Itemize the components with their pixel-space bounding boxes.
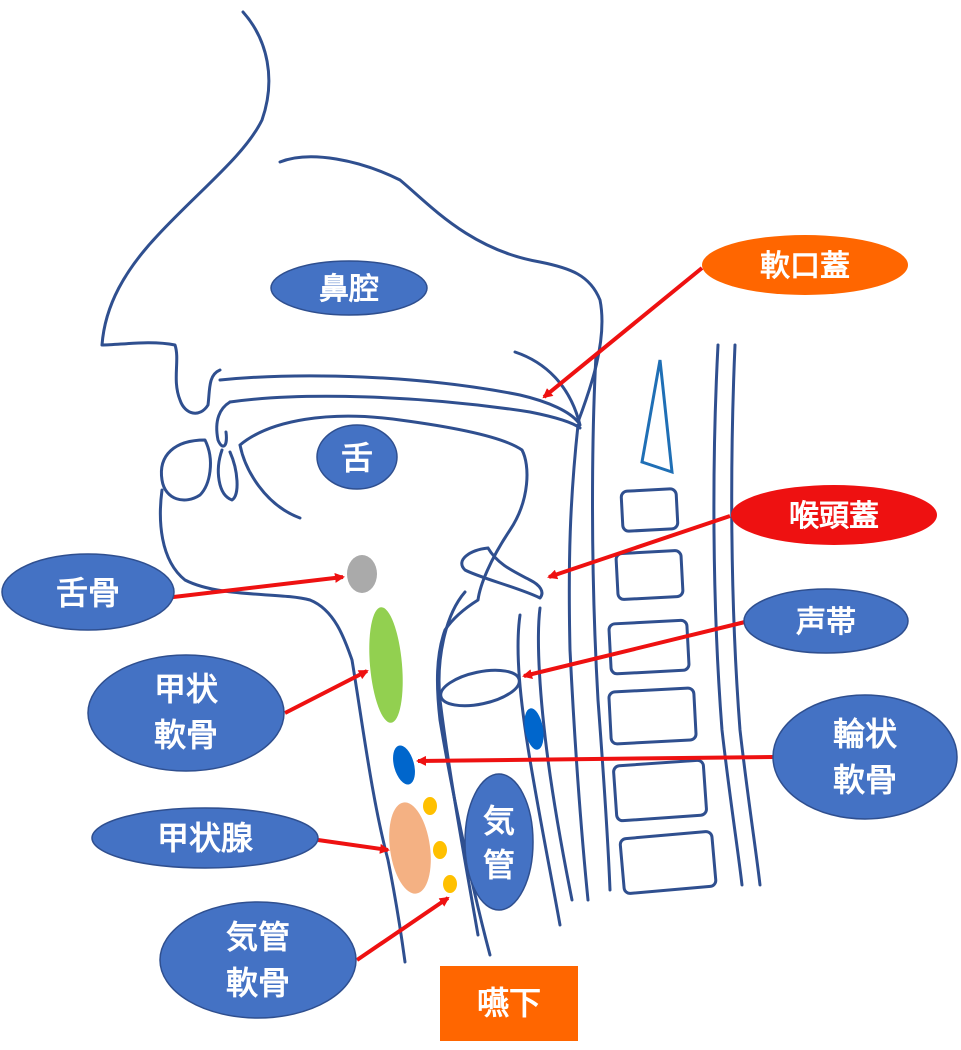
label-cricoid-cartilage: 輪状 軟骨 (772, 694, 958, 820)
arrow-tracheal-cartilage (355, 896, 450, 962)
label-epiglottis: 喉頭蓋 (731, 485, 937, 545)
arrow-thyroid-cartilage (284, 669, 369, 715)
label-epiglottis-text: 喉頭蓋 (789, 499, 879, 534)
arrow-epiglottis (547, 514, 731, 580)
vocal-cords-ring (439, 668, 521, 708)
vertebra-4 (607, 686, 698, 746)
spine (567, 343, 762, 902)
label-trachea-line2: 管 (483, 846, 515, 884)
palate-line (228, 394, 582, 430)
spine-back-line (712, 343, 744, 887)
soft-palate-curve (513, 350, 582, 427)
label-trachea: 気 管 (464, 773, 534, 911)
vertebra-1 (619, 487, 680, 533)
label-thyroid-gland: 甲状腺 (91, 807, 319, 869)
label-cricoid-cartilage-line1: 輪状 (833, 715, 898, 753)
cricoid-cartilage-front (393, 745, 415, 785)
label-tracheal-cartilage: 気管 軟骨 (159, 901, 357, 1019)
arrow-cricoid (416, 755, 774, 766)
larynx-tube-back-inner (536, 606, 574, 902)
dens-triangle (640, 359, 674, 475)
label-hyoid: 舌骨 (1, 553, 175, 631)
epiglottis-outline (460, 546, 544, 600)
label-nasal-cavity: 鼻腔 (270, 260, 428, 316)
face-profile-line (100, 10, 271, 415)
label-thyroid-gland-text: 甲状腺 (157, 819, 254, 857)
label-vocal-cords: 声帯 (743, 588, 909, 654)
head-outline (100, 10, 604, 964)
thyroid-gland (389, 802, 431, 894)
vertebra-3 (607, 618, 691, 676)
pharynx-back-wall (567, 423, 590, 902)
tongue-outline (238, 414, 529, 957)
label-thyroid-cartilage-line1: 甲状 (154, 670, 219, 708)
thyroid-cartilage (369, 607, 403, 723)
label-tracheal-cartilage-line2: 軟骨 (226, 964, 290, 1002)
label-trachea-line1: 気 (483, 802, 515, 840)
swallowing-text: 嚥下 (477, 984, 541, 1022)
arrow-hyoid (164, 572, 345, 600)
label-tracheal-cartilage-line1: 気管 (226, 918, 290, 956)
label-nasal-cavity-text: 鼻腔 (319, 272, 379, 307)
chin-jaw (158, 488, 407, 964)
anatomical-parts (347, 555, 544, 894)
larynx-tube-front (437, 590, 467, 702)
label-tongue-text: 舌 (341, 439, 373, 477)
cricoid-cartilage-back (524, 708, 544, 750)
arrows (164, 266, 774, 962)
tracheal-cartilage-2 (433, 841, 447, 859)
arrow-thyroid-gland (317, 838, 390, 854)
arrow-vocal-cords (522, 620, 746, 679)
hyoid-bone (347, 555, 377, 593)
label-thyroid-cartilage: 甲状 軟骨 (87, 654, 285, 772)
label-tongue: 舌 (316, 424, 398, 490)
vertebra-2 (614, 549, 685, 601)
spinal-canal-line (730, 343, 762, 887)
arrow-soft-palate (542, 266, 704, 399)
vertebra-5 (612, 758, 708, 823)
spine-front-line (591, 353, 612, 892)
label-cricoid-cartilage-line2: 軟骨 (833, 761, 897, 799)
lower-lip (159, 438, 212, 502)
trachea-wall-front (438, 698, 480, 937)
upper-teeth (215, 400, 232, 448)
tracheal-cartilage-1 (423, 797, 437, 815)
label-soft-palate: 軟口蓋 (702, 235, 908, 295)
lower-teeth (216, 448, 239, 502)
label-hyoid-text: 舌骨 (56, 574, 120, 612)
label-soft-palate-text: 軟口蓋 (760, 249, 850, 284)
swallowing-box: 嚥下 (440, 966, 578, 1041)
vertebra-6 (618, 830, 718, 895)
nasal-cavity-outline (218, 155, 604, 424)
label-thyroid-cartilage-line2: 軟骨 (154, 716, 218, 754)
label-vocal-cords-text: 声帯 (796, 605, 856, 640)
tracheal-cartilage-3 (443, 875, 457, 893)
